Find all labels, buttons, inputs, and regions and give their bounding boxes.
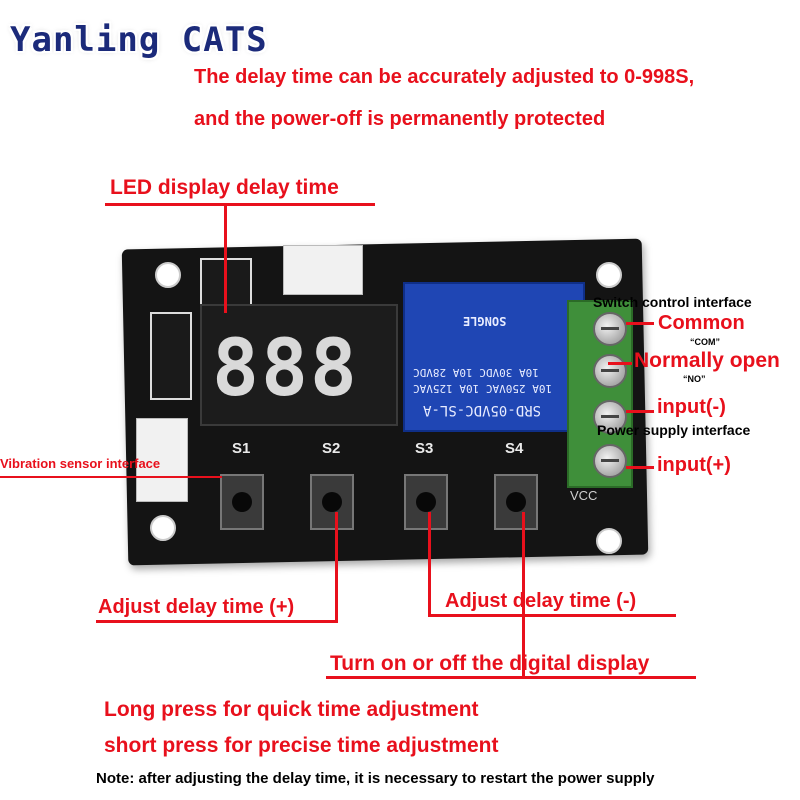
vcc-silkscreen: VCC <box>570 488 598 503</box>
led-digits: 888 <box>212 324 359 414</box>
label-input-minus: input(-) <box>657 396 726 418</box>
screw-terminal-block <box>567 300 633 488</box>
label-led-display: LED display delay time <box>110 176 339 199</box>
brand-logo: Yanling CATS <box>10 20 268 60</box>
relay-brand: SONGLE <box>463 314 507 328</box>
normally-open-arrow <box>608 362 632 365</box>
mount-hole-top-left <box>155 262 181 288</box>
relay-rating-2: 10A 30VDC 10A 28VDC <box>413 366 539 379</box>
input-plus-arrow <box>626 466 654 469</box>
side-header <box>150 312 192 400</box>
screw-no <box>593 354 627 388</box>
button-s1 <box>220 474 264 530</box>
button-label-s2: S2 <box>322 440 341 457</box>
button-s2 <box>310 474 354 530</box>
label-com: “COM” <box>690 337 720 347</box>
led-callout-underline <box>105 203 375 206</box>
button-label-s3: S3 <box>415 440 434 457</box>
label-vibration-sensor: Vibration sensor interface <box>0 456 161 471</box>
header-line-2: and the power-off is permanently protect… <box>194 108 606 130</box>
relay-model: SRD-05VDC-SL-A <box>423 402 542 418</box>
mount-hole-bottom-right <box>596 528 622 554</box>
label-no: “NO” <box>683 374 706 384</box>
top-connector <box>283 245 363 295</box>
screw-input-minus <box>593 400 627 434</box>
label-adjust-minus: Adjust delay time (-) <box>445 590 637 612</box>
header-line-1: The delay time can be accurately adjuste… <box>194 66 695 88</box>
led-callout-leader <box>224 203 227 313</box>
button-label-s4: S4 <box>505 440 524 457</box>
relay-module: SRD-05VDC-SL-A 10A 250VAC 10A 125VAC 10A… <box>403 282 585 432</box>
label-note: Note: after adjusting the delay time, it… <box>96 770 655 787</box>
common-arrow <box>626 322 654 325</box>
button-s3 <box>404 474 448 530</box>
s3-leader <box>428 512 431 616</box>
label-common: Common <box>658 312 745 334</box>
label-power-supply-interface: Power supply interface <box>597 422 751 438</box>
label-display-toggle: Turn on or off the digital display <box>330 652 650 675</box>
vibration-sensor-connector <box>136 418 188 502</box>
led-display: 888 <box>200 304 398 426</box>
label-adjust-plus: Adjust delay time (+) <box>98 596 295 618</box>
label-normally-open: Normally open <box>634 349 780 372</box>
button-s4 <box>494 474 538 530</box>
mount-hole-top-right <box>596 262 622 288</box>
vibration-underline <box>0 476 222 478</box>
label-long-press: Long press for quick time adjustment <box>104 698 479 721</box>
label-short-press: short press for precise time adjustment <box>104 734 499 757</box>
label-input-plus: input(+) <box>657 454 731 476</box>
s2-underline <box>96 620 338 623</box>
screw-input-plus <box>593 444 627 478</box>
input-minus-arrow <box>626 410 654 413</box>
mount-hole-bottom-left <box>150 515 176 541</box>
s2-leader <box>335 512 338 622</box>
s4-underline <box>326 676 696 679</box>
s3-underline <box>428 614 676 617</box>
s4-leader <box>522 512 525 678</box>
screw-com <box>593 312 627 346</box>
relay-rating-1: 10A 250VAC 10A 125VAC <box>413 382 553 395</box>
button-label-s1: S1 <box>232 440 251 457</box>
label-switch-interface: Switch control interface <box>593 294 752 310</box>
